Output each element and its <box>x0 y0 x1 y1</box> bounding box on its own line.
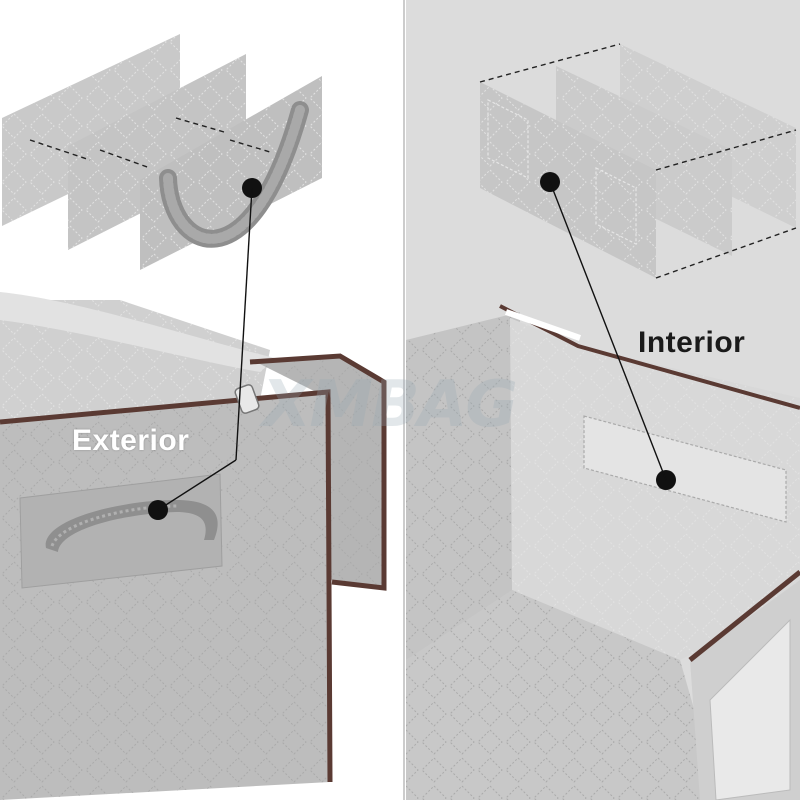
panel-divider <box>400 0 406 800</box>
bag-interior <box>406 181 800 800</box>
clear-window <box>709 618 791 800</box>
pointer-line-interior <box>549 181 667 481</box>
interior-handle-patch <box>583 415 787 523</box>
piping-trim <box>0 389 333 783</box>
exterior-label: Exterior <box>72 424 190 457</box>
pointer-line-exterior <box>235 187 253 461</box>
interior-label: Interior <box>638 326 746 359</box>
bag-exterior <box>0 187 387 800</box>
zipper-pull <box>234 384 260 414</box>
watermark: XMBAG <box>262 368 518 442</box>
exterior-layers <box>2 34 322 270</box>
interior-layers <box>479 43 797 279</box>
